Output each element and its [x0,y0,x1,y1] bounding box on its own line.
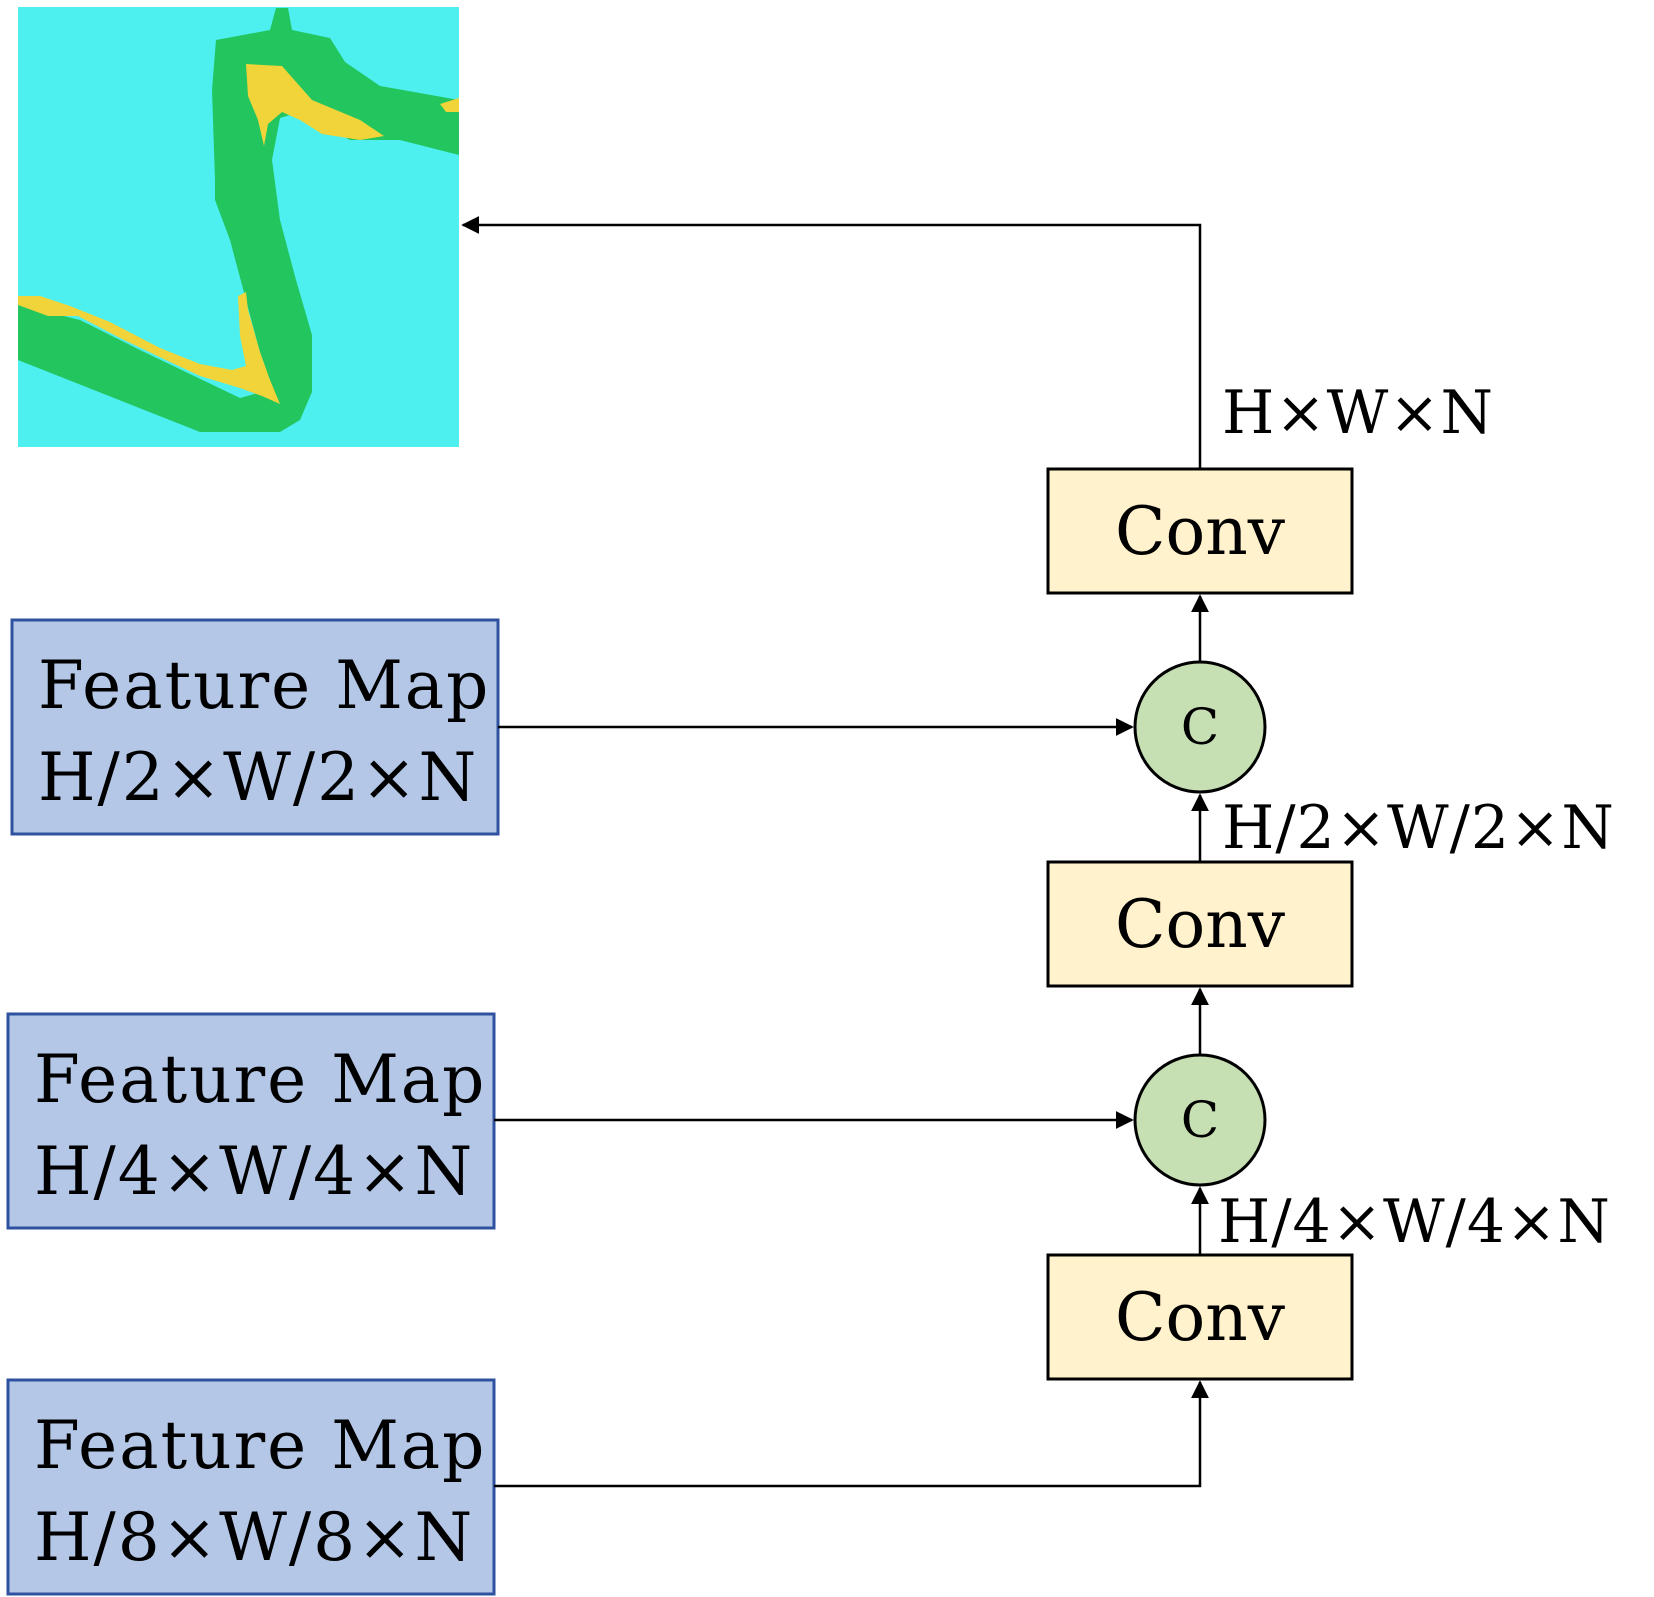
feature-map-size: H/4×W/4×N [34,1133,474,1210]
concat-label: C [1181,1091,1219,1149]
concat-node-upper: C [1133,660,1267,794]
dimension-label-mid: H/2×W/2×N [1222,793,1615,863]
conv-block-middle: Conv [1046,860,1354,988]
connector-fm8-to-conv [494,1380,1209,1488]
feature-map-size: H/2×W/2×N [38,739,478,816]
connector-conv-to-output [461,216,1202,469]
seg-bank-lower [18,292,280,404]
feature-map-box-quarter: Feature Map H/4×W/4×N [6,1012,496,1230]
feature-map-box-eighth: Feature Map H/8×W/8×N [6,1378,496,1596]
dimension-label-output: H×W×N [1222,378,1494,448]
feature-map-title: Feature Map [34,1407,486,1484]
feature-map-title: Feature Map [34,1041,486,1118]
conv-block-bottom: Conv [1046,1253,1354,1381]
feature-map-size: H/8×W/8×N [34,1499,474,1576]
concat-label: C [1181,698,1219,756]
conv-label: Conv [1115,1279,1286,1356]
concat-node-lower: C [1133,1053,1267,1187]
dimension-label-low: H/4×W/4×N [1218,1187,1611,1257]
seg-bank-upper-right [440,98,459,112]
seg-bank-upper [246,64,384,146]
conv-block-top: Conv [1046,467,1354,595]
seg-river [18,8,459,432]
conv-label: Conv [1115,493,1286,570]
feature-map-title: Feature Map [38,647,490,724]
segmentation-output-image [18,7,459,447]
conv-label: Conv [1115,886,1286,963]
feature-map-box-half: Feature Map H/2×W/2×N [10,618,500,836]
